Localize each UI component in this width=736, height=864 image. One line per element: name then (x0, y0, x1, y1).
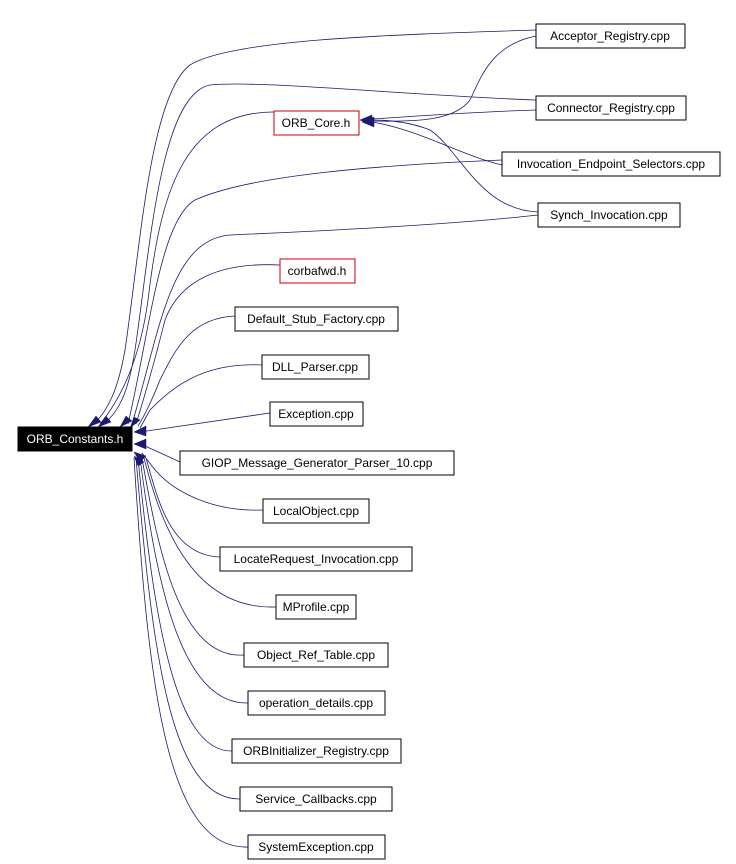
edge-orbinitializer-to-root (137, 457, 233, 752)
node-locaterequest-label: LocateRequest_Invocation.cpp (234, 552, 399, 566)
node-orb-core-label: ORB_Core.h (282, 116, 351, 130)
node-object-ref-table[interactable]: Object_Ref_Table.cpp (243, 642, 389, 668)
node-acceptor-label: Acceptor_Registry.cpp (550, 29, 670, 43)
node-default-stub[interactable]: Default_Stub_Factory.cpp (234, 306, 399, 332)
node-orbinitializer[interactable]: ORBInitializer_Registry.cpp (231, 738, 402, 764)
edge-locaterequest-to-root (145, 457, 221, 558)
arrowhead-core-2 (361, 116, 375, 128)
node-corbafwd[interactable]: corbafwd.h (279, 258, 356, 284)
node-invocation-endpoint[interactable]: Invocation_Endpoint_Selectors.cpp (501, 151, 721, 177)
node-dll-parser-label: DLL_Parser.cpp (272, 360, 358, 374)
node-object-ref-table-label: Object_Ref_Table.cpp (257, 648, 375, 662)
edge-localobject-to-root (141, 452, 264, 511)
node-systemexception[interactable]: SystemException.cpp (247, 834, 386, 860)
node-synch[interactable]: Synch_Invocation.cpp (537, 202, 681, 228)
node-acceptor[interactable]: Acceptor_Registry.cpp (535, 23, 686, 49)
graph-nodes: ORB_Constants.h ORB_Core.h Acceptor_Regi… (17, 23, 721, 860)
arrowhead-root-2 (97, 415, 112, 428)
arrowhead-root-7 (133, 451, 147, 463)
edge-synch-to-root (131, 214, 539, 425)
edge-corbafwd-to-root (135, 264, 281, 425)
edge-mprofile-to-root (143, 457, 277, 608)
arrowhead-root-5 (133, 425, 147, 437)
edge-dllparser-to-root (139, 364, 263, 429)
node-operation-details-label: operation_details.cpp (259, 696, 373, 710)
edge-operationdetails-to-root (139, 457, 249, 704)
node-giop-label: GIOP_Message_Generator_Parser_10.cpp (202, 456, 433, 470)
graph-edges (87, 29, 539, 848)
node-mprofile[interactable]: MProfile.cpp (275, 594, 357, 620)
node-corbafwd-label: corbafwd.h (288, 264, 347, 278)
edge-exception-to-root (139, 412, 271, 433)
arrowhead-root-4 (129, 416, 141, 429)
node-exception-label: Exception.cpp (278, 407, 354, 421)
node-orb-core[interactable]: ORB_Core.h (273, 110, 360, 136)
arrowhead-root-1 (87, 415, 102, 428)
node-default-stub-label: Default_Stub_Factory.cpp (247, 312, 385, 326)
edge-servicecallbacks-to-root (135, 457, 241, 800)
arrowhead-root-3 (119, 415, 133, 428)
edge-synch-to-core (371, 119, 539, 213)
node-giop[interactable]: GIOP_Message_Generator_Parser_10.cpp (179, 450, 455, 476)
edge-acceptor-to-root (93, 29, 537, 425)
edge-invocation-to-core (371, 121, 503, 166)
node-exception[interactable]: Exception.cpp (269, 401, 364, 427)
edge-acceptor-to-core (371, 35, 537, 122)
edge-invocation-to-root (127, 159, 503, 425)
node-root-label: ORB_Constants.h (27, 432, 124, 446)
node-root[interactable]: ORB_Constants.h (17, 426, 133, 452)
edge-objectref-to-root (141, 457, 245, 656)
node-service-callbacks[interactable]: Service_Callbacks.cpp (239, 786, 393, 812)
edge-systemexception-to-root (133, 457, 249, 848)
node-systemexception-label: SystemException.cpp (258, 840, 374, 854)
arrowhead-root-8 (133, 455, 145, 467)
node-dll-parser[interactable]: DLL_Parser.cpp (261, 354, 370, 380)
node-locaterequest[interactable]: LocateRequest_Invocation.cpp (219, 546, 413, 572)
node-connector-label: Connector_Registry.cpp (547, 101, 675, 115)
node-localobject-label: LocalObject.cpp (273, 504, 359, 518)
node-invocation-endpoint-label: Invocation_Endpoint_Selectors.cpp (517, 157, 705, 171)
node-service-callbacks-label: Service_Callbacks.cpp (255, 792, 377, 806)
node-mprofile-label: MProfile.cpp (283, 600, 350, 614)
edge-connector-to-core (371, 109, 537, 120)
node-localobject[interactable]: LocalObject.cpp (262, 498, 370, 524)
node-connector[interactable]: Connector_Registry.cpp (535, 95, 687, 121)
node-synch-label: Synch_Invocation.cpp (550, 208, 668, 222)
edge-core-to-root (99, 111, 275, 425)
node-orbinitializer-label: ORBInitializer_Registry.cpp (243, 744, 389, 758)
node-operation-details[interactable]: operation_details.cpp (247, 690, 386, 716)
edge-defaultstub-to-root (137, 315, 236, 427)
edge-connector-to-root (103, 83, 537, 425)
arrowhead-root-6 (133, 438, 147, 450)
